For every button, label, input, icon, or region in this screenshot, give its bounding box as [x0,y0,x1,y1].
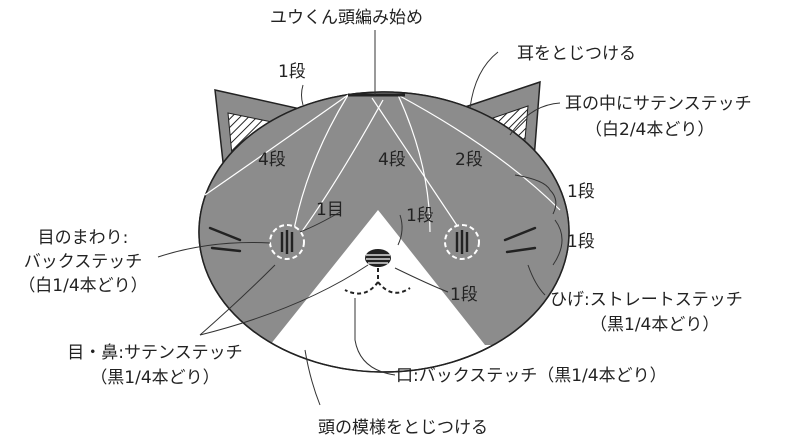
ear-inner-label-1: 耳の中にサテンステッチ [565,94,752,114]
dan1-mouth-label: 1段 [450,285,478,305]
head-pattern-gray [199,92,569,345]
ear-attach-label: 耳をとじつける [517,44,636,64]
left-eye [280,230,294,254]
dan1-right-b-label: 1段 [567,232,595,252]
eye-around-label-3: （白1/4本どり） [18,276,148,296]
eye-around-label-1: 目のまわり: [37,228,129,248]
nose [365,249,391,267]
eye-around-label-2: バックステッチ [23,252,143,272]
dan1-center-label: 1段 [406,206,434,226]
eye-nose-label-2: （黒1/4本どり） [90,368,220,388]
me1-label: 1目 [316,200,344,220]
dan2-label: 2段 [455,150,483,170]
dan1-right-a-label: 1段 [567,182,595,202]
leader-lines [157,30,563,406]
ear-inner-label-2: （白2/4本どり） [585,120,715,140]
whisker-label-2: （黒1/4本どり） [590,315,720,335]
right-eye [455,230,469,254]
dan4-mid-label: 4段 [378,150,406,170]
dan4-left-label: 4段 [258,150,286,170]
eye-nose-label-1: 目・鼻:サテンステッチ [67,343,243,363]
head-pattern-label: 頭の模様をとじつける [318,418,488,438]
whiskers [208,226,537,254]
mouth-label: 口:バックステッチ（黒1/4本どり） [396,366,667,386]
mouth [344,268,411,295]
dan1-top-label: 1段 [278,62,306,82]
title-label: ユウくん頭編み始め [270,8,423,28]
whisker-label-1: ひげ:ストレートステッチ [550,290,743,310]
